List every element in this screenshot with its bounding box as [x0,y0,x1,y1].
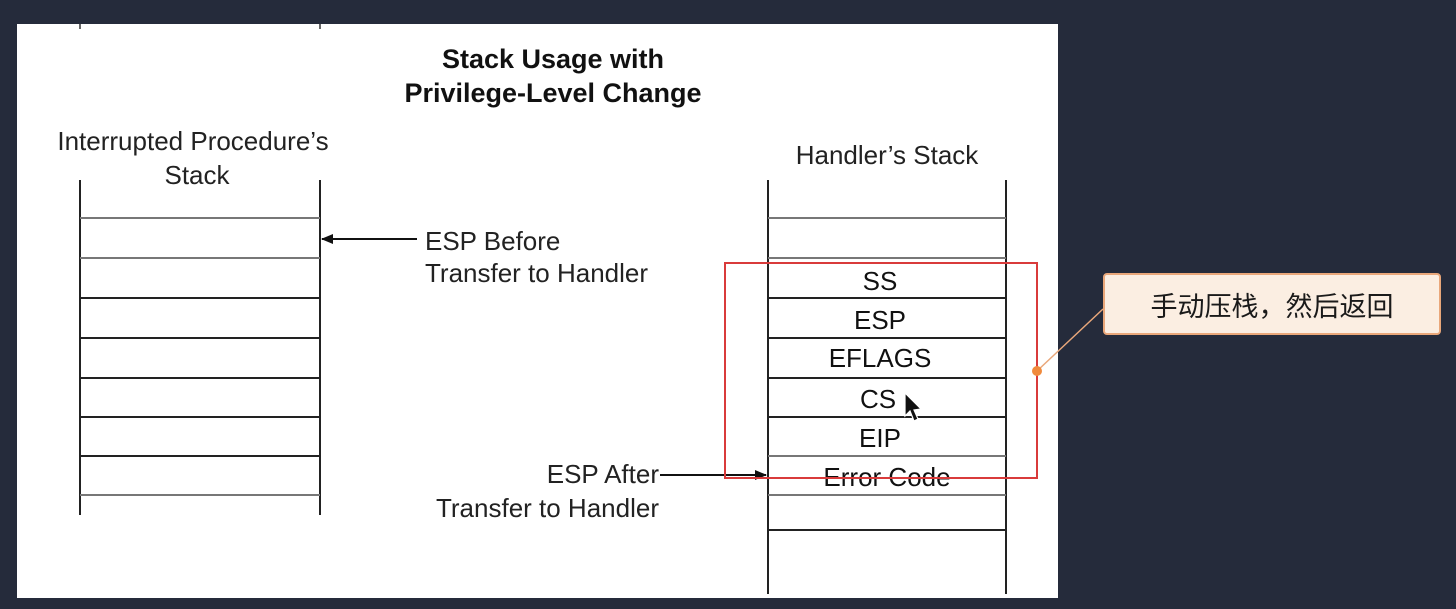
right-stack [767,180,1007,594]
esp-before-label-line1: ESP Before [425,226,560,256]
stack-cell-esp: ESP [854,305,906,335]
mouse-cursor-icon [904,391,923,422]
highlight-box [724,262,1038,479]
esp-before-label-line2: Transfer to Handler [425,258,648,288]
left-stack [79,180,321,515]
stack-diagram: Stack Usage with Privilege-Level Change … [57,24,1007,594]
stack-cell-ss: SS [863,266,898,296]
esp-after-label-line2: Transfer to Handler [436,493,659,523]
left-stack-label-line1: Interrupted Procedure’s [57,126,328,156]
diagram-title-line1: Stack Usage with [442,44,664,74]
callout-anchor-dot [1032,366,1042,376]
annotation-callout: 手动压栈，然后返回 [1103,273,1441,335]
left-stack-label-line2: Stack [164,160,230,190]
slide: Stack Usage with Privilege-Level Change … [17,24,1058,598]
stack-cell-eip: EIP [859,423,901,453]
esp-after-label-line1: ESP After [547,459,660,489]
diagram-title-line2: Privilege-Level Change [404,78,701,108]
stack-cell-cs: CS [860,384,896,414]
right-stack-label: Handler’s Stack [796,140,980,170]
callout-leader-line [1036,308,1104,372]
stack-cell-eflags: EFLAGS [829,343,932,373]
